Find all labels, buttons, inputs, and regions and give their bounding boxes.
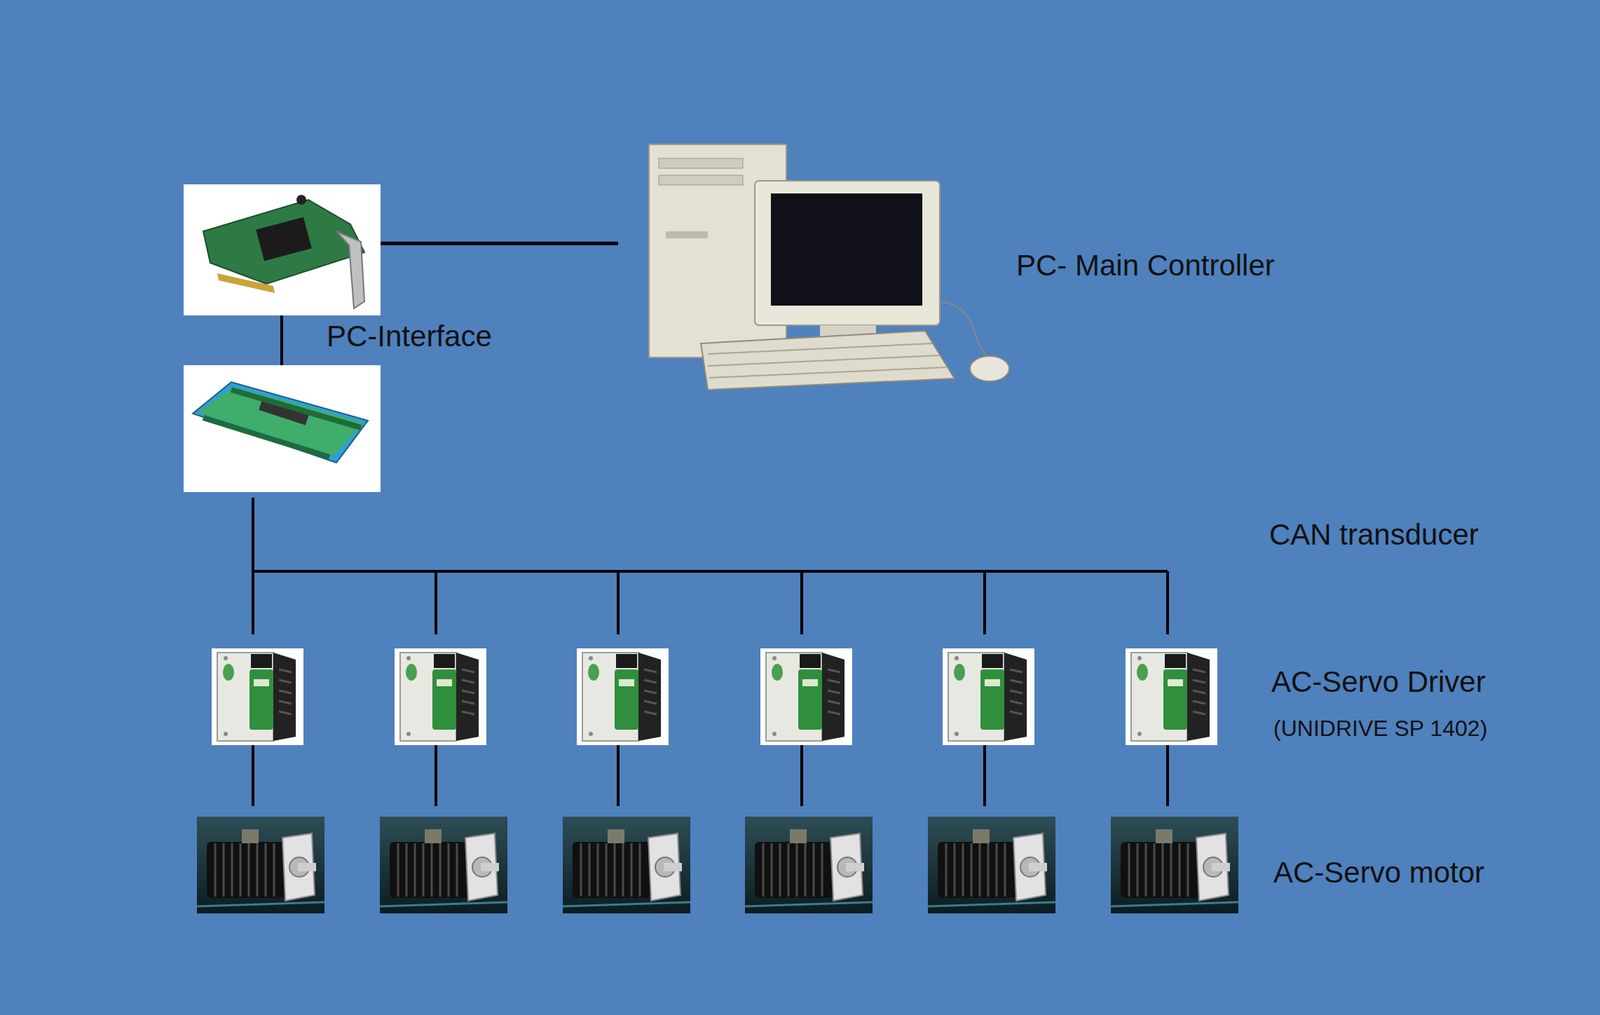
pci-card xyxy=(183,184,381,316)
row-label: (UNIDRIVE SP 1402) xyxy=(1273,714,1488,742)
row-label: AC-Servo Driver xyxy=(1271,664,1486,700)
labeled-device: PC-Interface xyxy=(183,184,381,316)
device-label: PC- Main Controller xyxy=(1016,248,1275,284)
device-label: PC-Interface xyxy=(326,318,492,354)
terminal-board xyxy=(183,365,381,492)
connector-line xyxy=(380,241,619,246)
row-label: CAN transducer xyxy=(1269,517,1479,553)
bus-wiring xyxy=(253,315,1168,806)
pc-computer xyxy=(648,144,1010,390)
row-label: AC-Servo motor xyxy=(1273,855,1485,891)
labeled-device: PC- Main Controller xyxy=(618,142,1551,389)
